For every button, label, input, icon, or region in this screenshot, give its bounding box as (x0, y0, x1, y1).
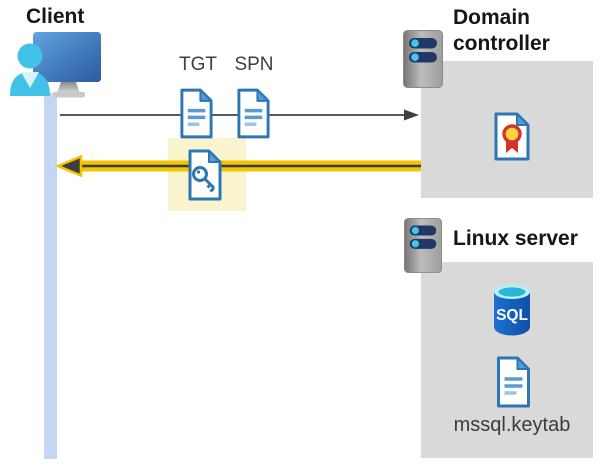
domain-controller-label: Domain controller (453, 6, 550, 56)
linux-server-tower-icon (402, 217, 444, 274)
linux-server-label: Linux server (453, 227, 578, 250)
spn-label: SPN (234, 54, 274, 75)
certificate-document-icon (492, 110, 532, 163)
ticket-key-document-icon (186, 147, 224, 203)
keytab-filename-label: mssql.keytab (453, 414, 571, 436)
client-label: Client (26, 5, 85, 28)
sql-label: SQL (496, 307, 528, 324)
client-timeline-bar (44, 93, 57, 459)
sql-database-icon: SQL (494, 285, 530, 336)
response-arrow (55, 154, 421, 178)
request-arrow (60, 109, 419, 121)
spn-document-icon (235, 85, 272, 142)
domain-controller-server-icon (402, 29, 444, 89)
client-monitor-user-icon (10, 32, 101, 98)
keytab-document-icon (494, 354, 533, 410)
tgt-document-icon (178, 85, 215, 142)
tgt-label: TGT (179, 54, 217, 75)
